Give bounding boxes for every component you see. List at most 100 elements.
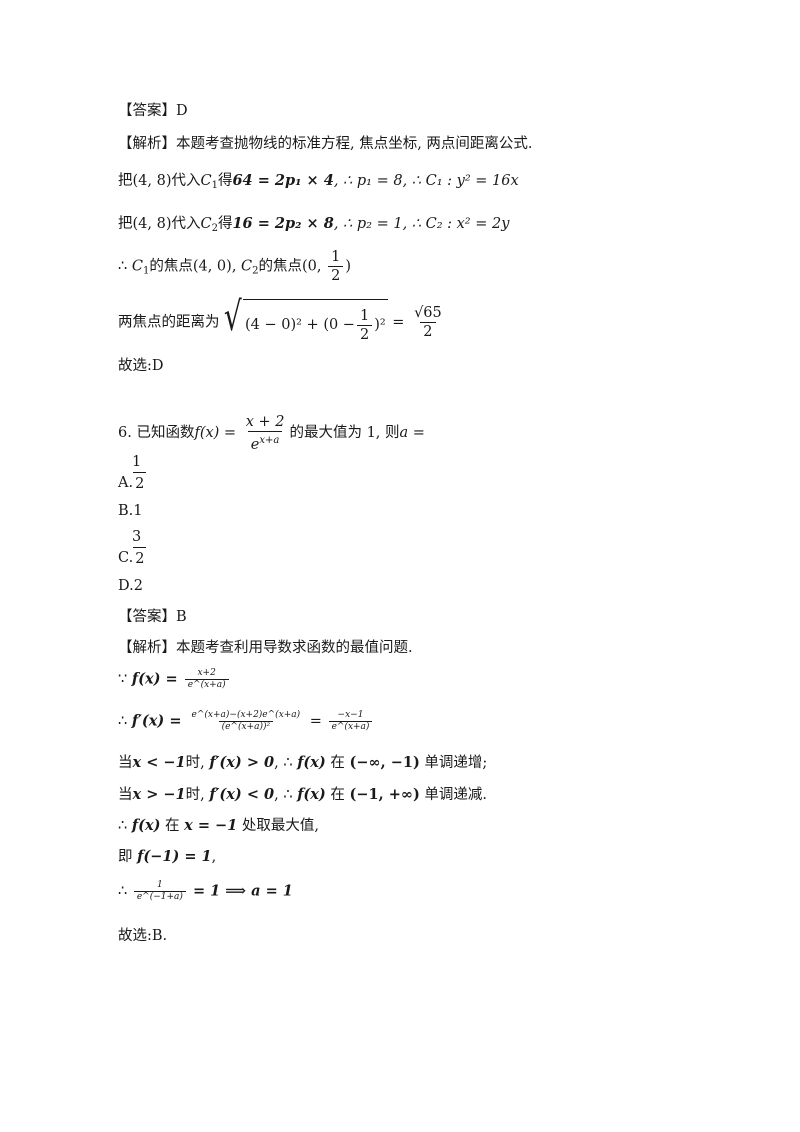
function: f(x) =: [194, 425, 241, 441]
curve-name: C: [200, 216, 212, 232]
therefore-symbol: ∴: [118, 883, 132, 900]
text: 把: [118, 216, 133, 232]
text: 单调递减.: [419, 787, 488, 803]
line-c1: 把(4, 8)代入C1得64 = 2p₁ × 4, ∴ p₁ = 8, ∴ C₁…: [118, 170, 519, 197]
analysis-1-text: 本题考查抛物线的标准方程, 焦点坐标, 两点间距离公式.: [176, 136, 533, 152]
text: , ∴: [274, 755, 298, 771]
denominator: 2: [356, 324, 373, 344]
text: 在: [325, 787, 350, 803]
equation: f(−1) = 1: [137, 848, 212, 865]
option-b[interactable]: B.1: [118, 500, 143, 522]
curve-name: C: [200, 173, 212, 189]
option-value: 2: [133, 578, 143, 594]
fraction: e^(x+a)−(x+2)e^(x+a)(e^(x+a))²: [189, 710, 304, 733]
numerator: 3: [132, 529, 142, 545]
subscript: 2: [211, 223, 218, 234]
function: f(x): [297, 754, 326, 771]
denominator: e^(x+a): [328, 721, 373, 733]
step-3: 当x < −1时, f′(x) > 0, ∴ f(x) 在 (−∞, −1) 单…: [118, 752, 487, 774]
question-text: 6. 已知函数: [118, 425, 195, 441]
conclusion-1: 故选:D: [118, 358, 164, 374]
interval: (−∞, −1): [349, 754, 420, 771]
subscript: 1: [211, 180, 218, 191]
conclusion-2: 故选:B.: [118, 928, 168, 944]
because-symbol: ∵: [118, 671, 132, 688]
denominator: 2: [420, 322, 436, 341]
function: f(x) =: [131, 670, 183, 688]
point: (4, 0): [192, 258, 232, 275]
point: (0,: [302, 258, 327, 275]
option-label: C.: [118, 550, 134, 566]
denominator: ex+a: [247, 430, 283, 454]
equals: =: [305, 713, 327, 730]
text: 即: [118, 849, 138, 865]
variable: a =: [399, 425, 425, 441]
option-label: D.: [118, 578, 134, 594]
option-label: B.: [118, 503, 134, 519]
therefore-symbol: ∴: [118, 258, 132, 275]
text: ,: [211, 849, 217, 865]
denominator: 2: [133, 472, 147, 495]
condition: x = −1: [184, 817, 238, 834]
function: f(x): [297, 786, 326, 803]
exponent: x+a: [259, 434, 280, 446]
numerator: 1: [157, 880, 163, 890]
text: 单调递增;: [419, 755, 488, 771]
analysis-1-label: 【解析】: [118, 136, 176, 152]
numerator: 1: [359, 307, 370, 324]
equation: , ∴ p₁ = 8: [333, 173, 403, 189]
answer-1: 【答案】D: [118, 103, 188, 119]
denominator: e^(−1+a): [133, 891, 186, 903]
analysis-1: 【解析】本题考查抛物线的标准方程, 焦点坐标, 两点间距离公式.: [118, 133, 533, 155]
option-c[interactable]: 3 C.2: [118, 527, 147, 570]
numerator: 1: [132, 454, 142, 470]
analysis-2-text: 本题考查利用导数求函数的最值问题.: [176, 640, 413, 656]
subscript: 1: [142, 265, 150, 277]
text: 在: [160, 818, 185, 834]
condition: x > −1: [132, 786, 186, 803]
option-a[interactable]: 1 A.2: [118, 452, 147, 495]
derivative: f′(x) < 0: [209, 786, 275, 803]
text: , ∴: [274, 787, 298, 803]
equation: 64 = 2p₁ × 4: [232, 172, 334, 189]
step-6: 即 f(−1) = 1,: [118, 846, 216, 868]
question-text: 的最大值为 1, 则: [289, 425, 400, 441]
option-label: A.: [118, 475, 134, 491]
equation: 16 = 2p₂ × 8: [232, 215, 334, 232]
text: 的焦点: [149, 258, 193, 275]
analysis-2: 【解析】本题考查利用导数求函数的最值问题.: [118, 637, 413, 659]
text: 代入: [171, 216, 201, 232]
expression: (4 − 0)² + (0 −: [245, 317, 355, 333]
answer-2: 【答案】B: [118, 609, 187, 625]
text: ,: [231, 258, 242, 275]
text: 时,: [185, 755, 210, 771]
option-d[interactable]: D.2: [118, 575, 143, 597]
numerator: x + 2: [245, 413, 285, 430]
derivative: f′(x) > 0: [209, 754, 275, 771]
point: (4, 8): [132, 173, 172, 189]
denominator: 2: [133, 547, 147, 570]
denominator: e^(x+a): [184, 679, 229, 691]
interval: (−1, +∞): [349, 786, 420, 803]
numerator: 1: [331, 249, 341, 265]
therefore-symbol: ∴: [118, 818, 132, 834]
condition: x < −1: [132, 754, 186, 771]
text: 处取最大值,: [237, 818, 320, 834]
text: 当: [118, 755, 133, 771]
numerator: √65: [414, 305, 442, 321]
expression: )²: [374, 317, 386, 333]
denominator: 2: [328, 266, 344, 285]
text: 得: [217, 216, 233, 232]
text: 时,: [185, 787, 210, 803]
text: 把: [118, 173, 133, 189]
text: 得: [217, 173, 233, 189]
